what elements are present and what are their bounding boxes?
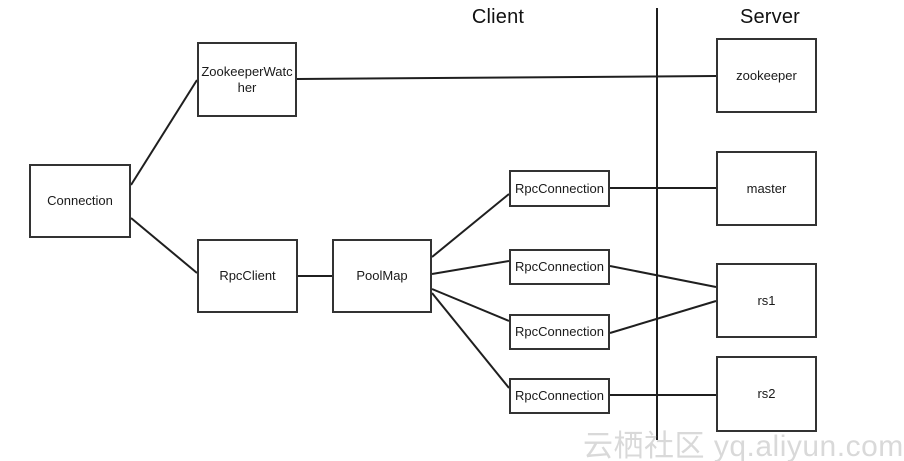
node-rpc-connection-3-label: RpcConnection: [515, 324, 604, 340]
node-zookeeper-watcher-label: ZookeeperWatcher: [201, 63, 293, 95]
edge-connection-zookeeperwatcher: [130, 79, 198, 186]
node-zookeeper-label: zookeeper: [736, 67, 797, 83]
edge-poolmap-rpcconnection2: [431, 260, 510, 275]
edge-poolmap-rpcconnection4: [431, 292, 510, 389]
edge-poolmap-rpcconnection1: [431, 193, 510, 258]
node-connection: Connection: [29, 164, 131, 238]
edge-rpcconnection3-rs1: [609, 300, 717, 334]
client-section-label: Client: [471, 6, 525, 28]
node-rs1-label: rs1: [757, 292, 776, 308]
node-zookeeper-watcher: ZookeeperWatcher: [197, 42, 297, 117]
node-rpc-connection-1: RpcConnection: [509, 170, 610, 207]
node-rpc-connection-4-label: RpcConnection: [515, 388, 604, 404]
node-rpc-client-label: RpcClient: [219, 268, 276, 284]
node-connection-label: Connection: [47, 193, 113, 209]
node-rs1: rs1: [716, 263, 817, 338]
node-rpc-connection-1-label: RpcConnection: [515, 180, 604, 196]
node-master: master: [716, 151, 817, 226]
node-rpc-connection-3: RpcConnection: [509, 314, 610, 350]
edge-connection-rpcclient: [130, 217, 198, 274]
node-zookeeper: zookeeper: [716, 38, 817, 113]
server-section-label: Server: [739, 6, 801, 28]
node-rpc-connection-2: RpcConnection: [509, 249, 610, 285]
watermark: 云栖社区 yq.aliyun.com: [583, 430, 904, 461]
node-rpc-connection-4: RpcConnection: [509, 378, 610, 414]
edge-poolmap-rpcconnection3: [431, 288, 510, 322]
node-rpc-connection-2-label: RpcConnection: [515, 259, 604, 275]
node-pool-map-label: PoolMap: [356, 268, 408, 284]
edge-rpcconnection2-rs1: [609, 265, 717, 288]
node-rs2: rs2: [716, 356, 817, 432]
node-pool-map: PoolMap: [332, 239, 432, 313]
node-rs2-label: rs2: [757, 386, 776, 402]
edge-zookeeperwatcher-zookeeper: [296, 75, 717, 80]
node-master-label: master: [746, 180, 787, 196]
node-rpc-client: RpcClient: [197, 239, 298, 313]
